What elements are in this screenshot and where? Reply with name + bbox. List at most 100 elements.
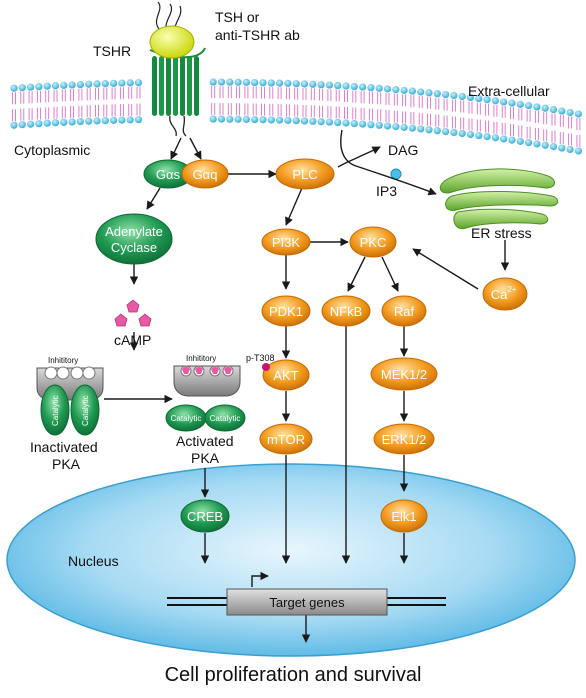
camp-molecules [114,299,152,327]
lipid-head [51,82,60,90]
lipid-head [516,100,524,108]
lipid-head [292,117,300,125]
lipid-head [309,80,317,88]
nfkb-label: NFkB [330,304,363,319]
lipid-tail [12,92,16,122]
lipid-tail [476,102,481,132]
lipid-head [500,135,508,143]
node-gas: Gαs [143,159,193,189]
lipid-head [359,120,367,128]
plc-label: PLC [292,167,317,182]
catalytic-label-right: Catalytic [81,395,90,426]
lipid-tail [244,86,249,116]
lipid-tail [402,94,407,124]
lipid-head [242,115,250,123]
lipid-tail [568,116,573,146]
lipid-tail [576,117,581,147]
lipid-tail [360,91,365,121]
dag-label: DAG [388,142,418,158]
active-catalytic-label-left: Catalytic [171,414,202,423]
node-ca: Ca 2+ [482,277,528,311]
activated-pka-complex: Catalytic Catalytic [165,365,246,432]
lipid-head [276,79,284,87]
gas-label: Gαs [156,167,181,182]
lipid-head [134,116,143,124]
lipid-head [242,78,250,86]
lipid-tail [510,107,514,137]
p-t308-label: p-T308 [246,353,275,363]
lipid-tail [61,89,66,119]
lipid-tail [551,113,556,143]
lipid-head [475,131,483,140]
lipid-head [533,103,541,111]
lipid-head [300,80,309,88]
creb-label: CREB [187,509,223,524]
node-pkc: PKC [349,226,397,258]
lipid-head [300,117,309,125]
lipid-tail [128,86,133,116]
lipid-head [425,126,433,134]
lipid-head [491,97,499,105]
ligand-label-line1: TSH or [215,9,260,25]
lipid-head [375,84,383,92]
lipid-head [43,119,51,127]
lipid-tail [261,86,265,116]
lipid-head [383,122,392,130]
node-mek: MEK1/2 [370,357,438,391]
lipid-head [259,79,267,87]
active-catalytic-label-right: Catalytic [210,414,241,423]
lipid-head [491,134,499,142]
lipid-head [217,78,226,86]
lipid-head [60,81,68,89]
lipid-tail [493,104,498,134]
lipid-head [342,82,350,90]
lipid-tail [377,92,382,122]
lipid-head [342,119,350,127]
node-pi3k: PI3K [261,228,311,256]
lipid-head [508,99,516,107]
ca-label: Ca [491,287,508,302]
node-creb: CREB [180,499,230,533]
lipid-head [367,84,375,92]
lipid-head [234,78,242,86]
camp-label: cAMP [114,332,151,348]
inhibitory-label-inactive: Inhititory [48,356,78,365]
lipid-head [284,79,292,87]
pkc-label: PKC [360,235,387,250]
lipid-head [483,96,491,104]
lipid-head [508,136,516,144]
lipid-head [325,118,333,126]
lipid-head [383,85,392,93]
lipid-head [541,104,549,112]
target-genes-label: Target genes [269,595,345,610]
lipid-tail [443,98,448,128]
lipid-head [93,117,101,125]
lipid-head [76,80,84,89]
lipid-tail [310,88,315,118]
lipid-tail [111,87,116,117]
ip3-molecule [390,168,402,180]
activated-pka-label-line2: PKA [191,450,220,466]
node-adenylate-cyclase: Adenylate Cyclase [95,213,173,265]
lipid-tail [385,92,390,122]
lipid-head [458,129,466,138]
lipid-head [367,121,375,129]
lipid-tail [327,89,332,119]
elk1-label: Elk1 [391,509,416,524]
endoplasmic-reticulum [439,168,559,230]
lipid-tail [219,86,224,116]
lipid-head [110,116,118,124]
pathway-arrows [104,129,510,643]
lipid-head [134,79,143,87]
lipid-tail [285,87,290,117]
nucleus [6,463,576,657]
lipid-tail [227,86,232,116]
lipid-head [549,143,558,151]
adenylate-cyclase-label-line2: Cyclase [111,240,157,255]
lipid-head [226,78,234,86]
lipid-head [101,117,109,125]
lipid-tail [277,87,282,117]
lipid-tail [252,86,257,116]
lipid-head [475,94,483,103]
